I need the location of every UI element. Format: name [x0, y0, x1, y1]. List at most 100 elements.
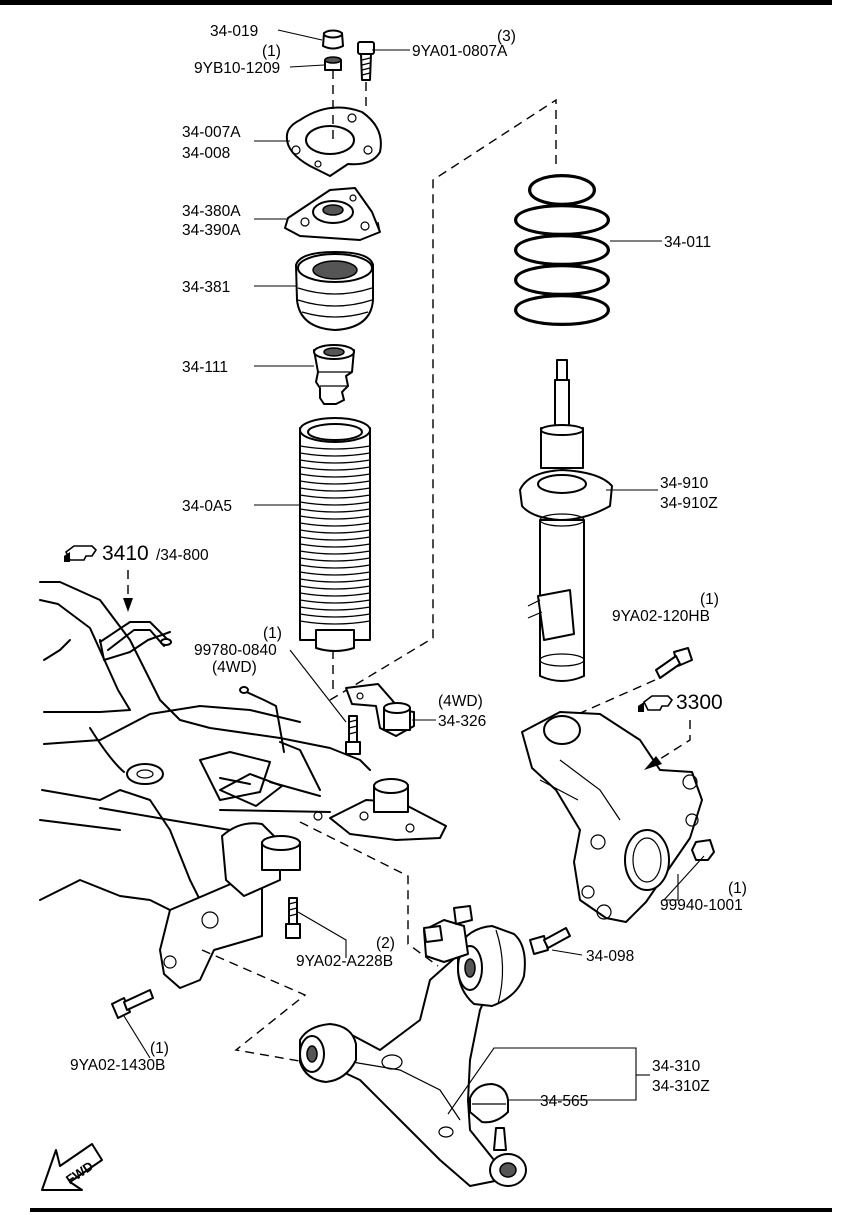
boot-rib — [299, 494, 371, 499]
label-99940-qty: (1) — [728, 880, 747, 897]
pointing-hand-icon — [638, 695, 674, 712]
spring-coil — [514, 264, 610, 296]
label-34-310Z: 34-310Z — [652, 1078, 710, 1095]
steering-knuckle-3300[interactable] — [521, 711, 703, 923]
boot-rib — [299, 452, 371, 457]
label-34-565: 34-565 — [540, 1093, 588, 1110]
boot-rib — [299, 585, 371, 590]
boot-rib — [299, 522, 371, 527]
reference-arrows — [123, 570, 691, 770]
bound-stopper-34-111[interactable] — [313, 344, 355, 405]
bolt-9YA02-1430B[interactable] — [111, 989, 154, 1019]
boot-rib — [299, 571, 371, 576]
bolt-9YA01-0807A[interactable] — [357, 41, 375, 81]
label-34-910Z: 34-910Z — [660, 495, 718, 512]
bottom-border — [30, 1208, 832, 1212]
spring-coil — [528, 174, 596, 206]
label-99780-0840: 99780-0840 — [194, 642, 277, 659]
label-9YA02-1430B: 9YA02-1430B — [70, 1057, 165, 1074]
label-34-011: 34-011 — [664, 234, 711, 251]
label-34-380A: 34-380A — [182, 203, 241, 220]
bearing-34-381[interactable] — [295, 251, 374, 331]
label-9YA02-120-qty: (1) — [700, 591, 719, 608]
label-34-0A5: 34-0A5 — [182, 498, 232, 515]
ball-joint-boot-34-565[interactable] — [469, 1083, 509, 1124]
spring-coil-highlight — [531, 177, 593, 203]
upper-plate-34-007A[interactable] — [285, 106, 382, 177]
label-9YA02-1430-qty: (1) — [150, 1040, 169, 1057]
label-34-910: 34-910 — [660, 475, 709, 492]
boot-rib — [299, 592, 371, 597]
label-34-008: 34-008 — [182, 145, 230, 162]
boot-rib — [299, 466, 371, 471]
boot-rib — [299, 480, 371, 485]
boot-rib — [299, 473, 371, 478]
crossmember-frame — [39, 581, 447, 989]
dust-boot-34-0A5[interactable] — [299, 417, 371, 652]
boot-rib — [299, 487, 371, 492]
coil-spring-34-011[interactable] — [514, 174, 610, 326]
spring-coil-highlight — [517, 237, 607, 263]
label-9YA02-A228B: 9YA02-A228B — [296, 953, 393, 970]
forward-arrow-icon: FWD — [41, 1143, 103, 1191]
boot-rib — [299, 599, 371, 604]
bolt-99780-0840[interactable] — [345, 715, 361, 755]
bolt-9YA02-120HB[interactable] — [655, 647, 693, 679]
spring-coil-highlight — [517, 207, 607, 233]
nut-99940-1001[interactable] — [691, 839, 715, 861]
spring-coil-highlight — [517, 267, 607, 293]
boot-rib — [299, 620, 371, 625]
label-34-326: 34-326 — [438, 713, 486, 730]
bolt-34-098[interactable] — [529, 927, 571, 955]
lower-arm-34-310[interactable] — [299, 925, 527, 1187]
bracket-34-326[interactable] — [345, 683, 415, 737]
label-9YA02-A228-qty: (2) — [376, 935, 395, 952]
boot-rib — [299, 564, 371, 569]
boot-rib — [299, 529, 371, 534]
lower-arm-bracket — [423, 905, 473, 963]
spring-coil — [514, 234, 610, 266]
part-labels: 34-019 (1) 9YB10-1209 (3) 9YA01-0807A 34… — [64, 23, 747, 1110]
label-34-381: 34-381 — [182, 279, 230, 296]
ref-3410-marker[interactable]: 3410 /34-800 — [64, 542, 209, 565]
boot-rib — [299, 557, 371, 562]
stabilizer-link — [99, 621, 285, 753]
label-9YA02-120HB: 9YA02-120HB — [612, 608, 710, 625]
boot-rib — [299, 606, 371, 611]
label-99780-note: (4WD) — [212, 659, 257, 676]
label-34-007A: 34-007A — [182, 124, 241, 141]
nut-9YB10-1209[interactable] — [324, 56, 342, 71]
label-9YB10-qty: (1) — [262, 43, 281, 60]
label-ref-3410-sub: /34-800 — [156, 547, 209, 564]
label-34-019: 34-019 — [210, 23, 258, 40]
shock-absorber-34-910[interactable] — [519, 359, 613, 682]
boot-rib — [299, 536, 371, 541]
spring-coil — [514, 294, 610, 326]
label-9YA01-qty: (3) — [497, 28, 516, 45]
boot-rib — [299, 508, 371, 513]
label-9YA01-0807A: 9YA01-0807A — [412, 43, 508, 60]
label-34-390A: 34-390A — [182, 222, 241, 239]
boot-rib — [299, 613, 371, 618]
label-34-310: 34-310 — [652, 1058, 701, 1075]
leader-lines — [123, 29, 705, 1115]
label-ref-3300: 3300 — [676, 691, 723, 714]
strut-mount-34-380A[interactable] — [284, 187, 381, 241]
boot-rib — [299, 445, 371, 450]
top-border — [0, 0, 832, 5]
boot-rib — [299, 515, 371, 520]
boot-rib — [299, 550, 371, 555]
label-34-326-note: (4WD) — [438, 693, 483, 710]
cap-34-019[interactable] — [322, 29, 344, 50]
bolt-9YA02-A228B[interactable] — [285, 897, 301, 939]
label-34-098: 34-098 — [586, 948, 634, 965]
boot-rib — [299, 459, 371, 464]
pointing-hand-icon — [64, 545, 98, 562]
label-99940-1001: 99940-1001 — [660, 897, 743, 914]
label-34-111: 34-111 — [182, 359, 228, 376]
label-99780-qty: (1) — [263, 625, 282, 642]
ref-3300-marker[interactable]: 3300 — [638, 691, 723, 714]
spring-coil — [514, 204, 610, 236]
boot-rib — [299, 543, 371, 548]
